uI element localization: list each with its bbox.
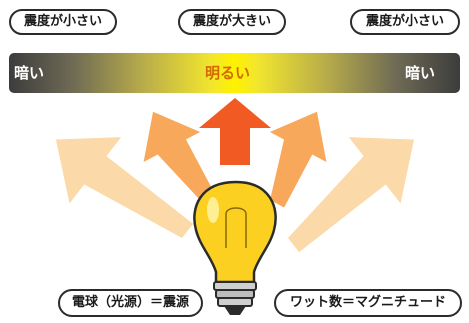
weak-intensity-label-left: 震度が小さい [9, 9, 117, 35]
arrow-mid-right [269, 111, 327, 208]
brightness-gradient-band [9, 53, 460, 93]
dark-label-left: 暗い [14, 64, 45, 82]
arrow-center [199, 98, 271, 165]
light-bulb-icon [193, 180, 277, 315]
strong-intensity-label-center: 震度が大きい [178, 9, 286, 35]
dark-label-right: 暗い [405, 64, 436, 82]
arrow-mid-left [143, 111, 215, 200]
arrow-far-left [55, 137, 194, 238]
weak-intensity-label-right: 震度が小さい [350, 9, 460, 35]
bulb-source-legend: 電球（光源）＝震源 [58, 289, 203, 317]
wattage-magnitude-legend: ワット数＝マグニチュード [274, 289, 462, 317]
arrow-far-right [288, 137, 415, 253]
bright-label-center: 明るい [205, 64, 251, 82]
